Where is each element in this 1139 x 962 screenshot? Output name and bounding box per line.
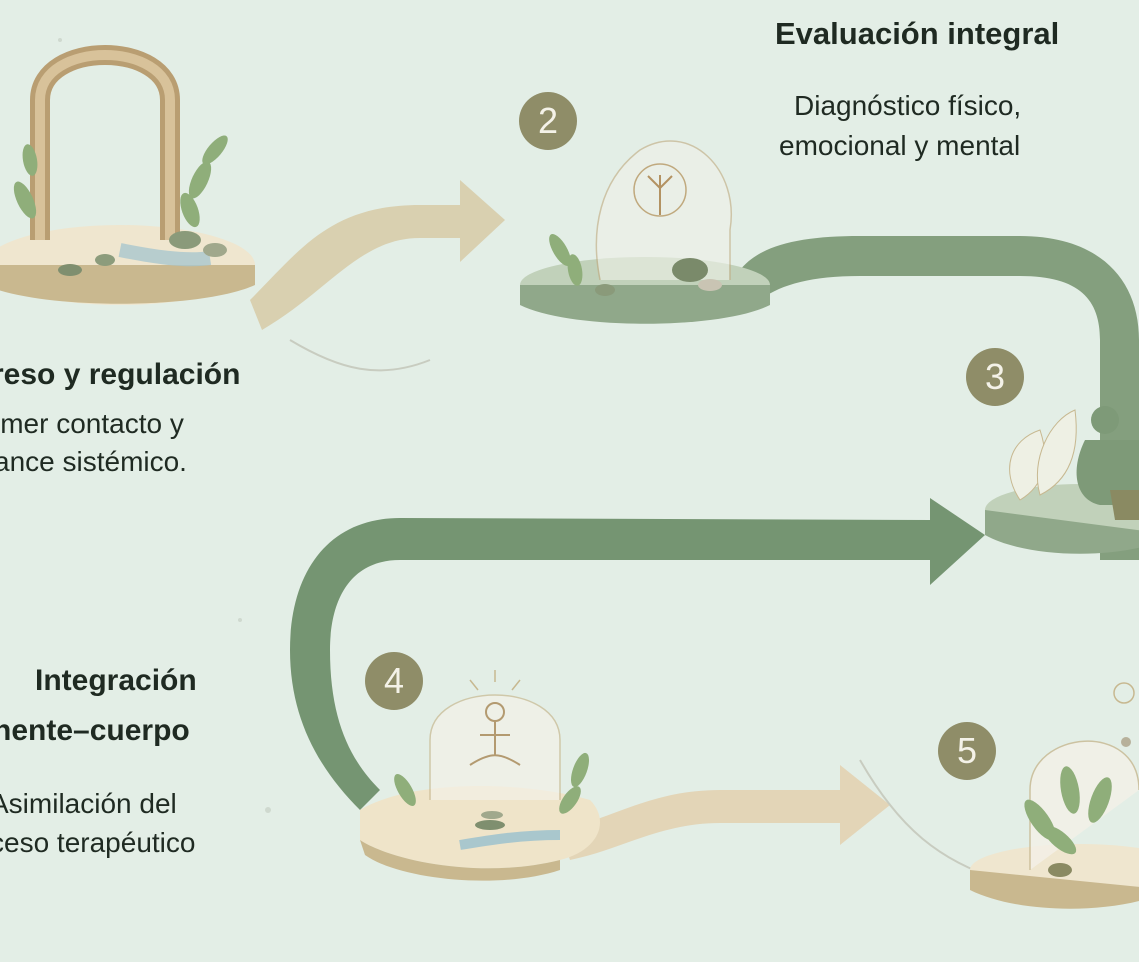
step2-title: Evaluación integral [775, 16, 1060, 51]
step5-number-badge: 5 [938, 722, 996, 780]
step1-scene [0, 45, 255, 305]
step4-scene [360, 670, 600, 881]
step4-description-line2: ceso terapéutico [0, 827, 196, 858]
arrow-step4-to-step5 [560, 765, 890, 860]
step3-number-badge: 3 [966, 348, 1024, 406]
step2-number-badge: 2 [519, 92, 577, 150]
step2-scene [520, 140, 770, 324]
step2-description-line2: emocional y mental [779, 130, 1021, 161]
step2-description-line1: Diagnóstico físico, [794, 90, 1022, 121]
arrow-step3-to-step4 [290, 498, 985, 810]
step4-description-line1: Asimilación del [0, 788, 177, 819]
arrow-step2-to-step3 [740, 236, 1139, 560]
step4-title-line2: nente–cuerpo [0, 714, 190, 747]
step1-description-line1: imer contacto y [0, 408, 184, 439]
step4-title-line1: Integración [35, 664, 197, 697]
arrow-step1-to-step2 [250, 180, 505, 330]
step4-number-badge: 4 [365, 652, 423, 710]
step3-scene [985, 406, 1139, 554]
step1-description-line2: ance sistémico. [0, 446, 187, 477]
step5-scene [970, 682, 1139, 909]
step1-title: reso y regulación [0, 358, 241, 391]
